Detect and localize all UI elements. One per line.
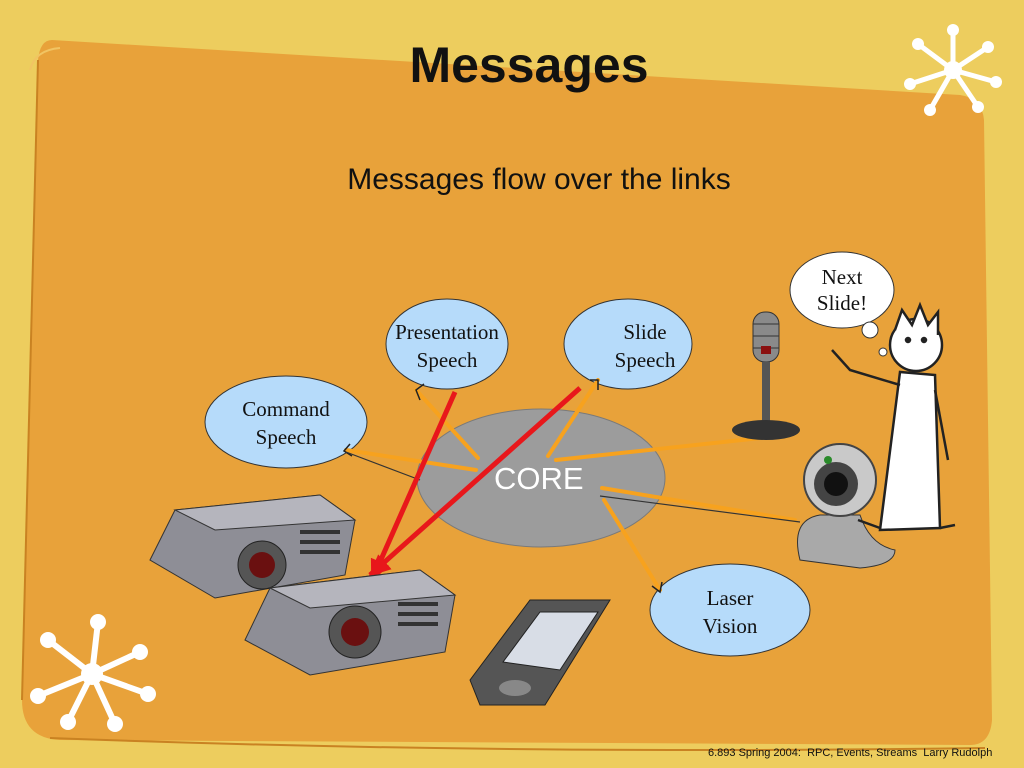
presentation-speech-bubble [385, 298, 509, 390]
core-label: CORE [494, 461, 584, 496]
starburst-icon [904, 24, 1002, 116]
command-speech-bubble [204, 375, 368, 469]
webcam-icon [797, 443, 896, 569]
link-webcam-to-core [600, 486, 797, 522]
link-core-to-laser [602, 498, 662, 592]
microphone-icon [732, 311, 800, 440]
link-core-to-command [344, 448, 478, 472]
link-core-to-slide [546, 378, 600, 458]
slide-speech-bubble [563, 298, 693, 390]
pda-icon [469, 599, 611, 706]
thought-dot [861, 321, 879, 339]
presentation-speech-label: Presentation Speech [395, 320, 499, 372]
thought-dot [878, 347, 888, 357]
link-mic-to-core [554, 435, 772, 462]
projector-icon [149, 494, 357, 599]
projector-icon [244, 569, 457, 676]
slide-title: Messages [409, 37, 649, 93]
starburst-icon [30, 614, 156, 732]
link-core-to-presentation [414, 388, 480, 460]
red-message-arrow [369, 390, 458, 582]
command-speech-label: Command Speech [242, 397, 330, 449]
slide-speech-label: Slide Speech [614, 320, 676, 372]
laser-vision-bubble [649, 563, 811, 657]
thought-text: Next Slide! [816, 265, 868, 315]
slide-footer: 6.893 Spring 2004: RPC, Events, Streams … [708, 747, 993, 759]
cartoon-person-icon [831, 301, 956, 532]
red-message-arrow [368, 386, 582, 577]
slide-subtitle: Messages flow over the links [347, 163, 731, 196]
thought-bubble [789, 251, 895, 329]
laser-vision-label: Laser Vision [702, 586, 758, 638]
